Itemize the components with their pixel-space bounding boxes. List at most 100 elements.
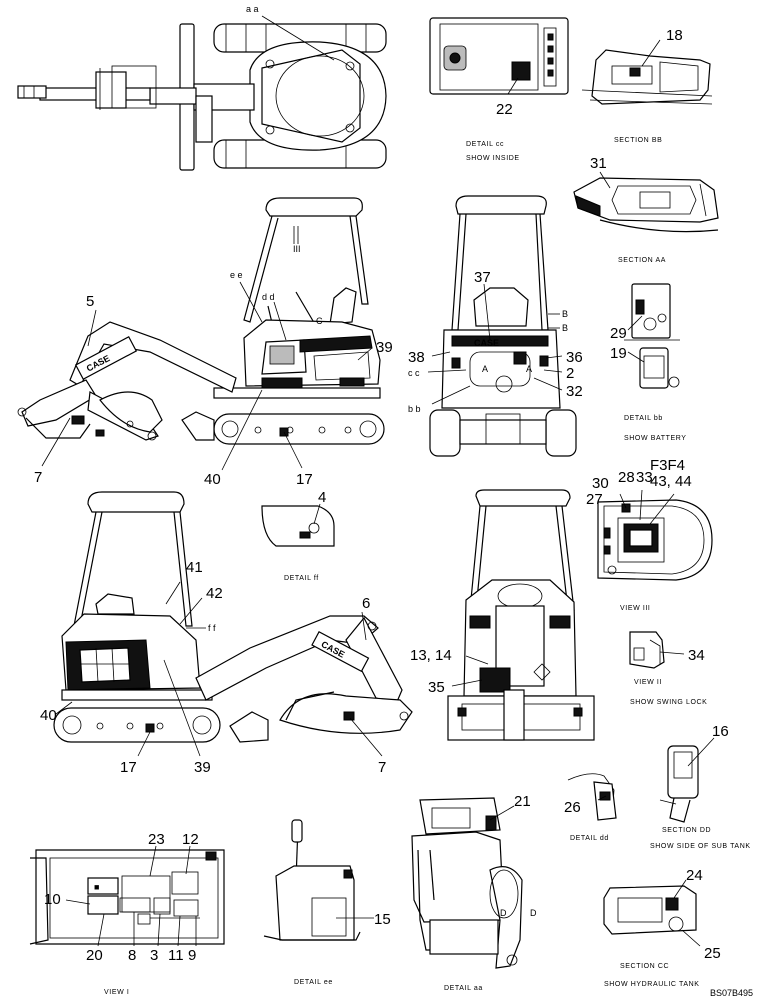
rear-view: CASE A A B B 37 38 c c b b 36 2 32 — [408, 195, 583, 457]
callout-22: 22 — [496, 101, 513, 118]
marker-ff: f f — [208, 623, 216, 633]
marker-a1: A — [482, 364, 488, 374]
callout-33: 33 — [636, 469, 653, 486]
callout-2: 2 — [566, 365, 574, 382]
callout-35: 35 — [428, 679, 445, 696]
side-view-right: III CASE e e — [17, 197, 393, 488]
marker-b1: B — [562, 309, 568, 319]
marker-c: C — [316, 316, 323, 326]
callout-15: 15 — [374, 911, 391, 928]
callout-40-bottom: 40 — [40, 707, 57, 724]
detail-cc-subtitle: SHOW INSIDE — [466, 155, 520, 162]
detail-aa-drawing: D D 21 DETAIL aa — [411, 793, 537, 992]
detail-ee-drawing: 15 DETAIL ee — [263, 819, 391, 986]
callout-17-bottom: 17 — [120, 759, 137, 776]
view-i-drawing: ■ 23 12 10 20 8 3 11 9 VIEW I — [29, 831, 225, 996]
callout-18: 18 — [666, 27, 683, 44]
callout-38: 38 — [408, 349, 425, 366]
view-ii-subtitle: SHOW SWING LOCK — [630, 699, 707, 706]
callout-34: 34 — [688, 647, 705, 664]
section-dd-title: SECTION DD — [662, 827, 711, 834]
side-view-left: CASE 41 42 f f 6 40 17 39 7 — [40, 491, 413, 776]
callout-10: 10 — [44, 891, 61, 908]
detail-bb-subtitle: SHOW BATTERY — [624, 435, 687, 442]
callout-29: 29 — [610, 325, 627, 342]
callout-19: 19 — [610, 345, 627, 362]
callout-16: 16 — [712, 723, 729, 740]
view-i-title: VIEW I — [104, 989, 129, 996]
section-dd-subtitle: SHOW SIDE OF SUB TANK — [650, 843, 751, 850]
section-bb-title: SECTION BB — [614, 137, 662, 144]
callout-26: 26 — [564, 799, 581, 816]
callout-39-bottom: 39 — [194, 759, 211, 776]
detail-cc-title: DETAIL cc — [466, 141, 504, 148]
callout-9: 9 — [188, 947, 196, 964]
section-aa-title: SECTION AA — [618, 257, 666, 264]
detail-ff-title: DETAIL ff — [284, 575, 319, 582]
callout-37: 37 — [474, 269, 491, 286]
callout-3: 3 — [150, 947, 158, 964]
callout-31: 31 — [590, 155, 607, 172]
callout-7-bottom: 7 — [378, 759, 386, 776]
marker-cc: c c — [408, 368, 420, 378]
drawing-id: BS07B495 — [710, 988, 753, 998]
callout-43-44: 43, 44 — [650, 473, 692, 490]
callout-11: 11 — [168, 947, 184, 964]
view-iii-drawing: 30 28 33 F3F4 43, 44 27 VIEW III — [586, 457, 713, 612]
detail-dd-drawing: 26 DETAIL dd — [564, 773, 617, 842]
callout-27: 27 — [586, 491, 603, 508]
view-i-plate-text: ■ — [94, 882, 99, 892]
callout-21: 21 — [514, 793, 531, 810]
detail-cc-drawing: 22 DETAIL cc SHOW INSIDE — [429, 17, 569, 162]
section-aa-drawing: 31 SECTION AA — [573, 155, 719, 264]
view-iii-title: VIEW III — [620, 605, 650, 612]
callout-23: 23 — [148, 831, 165, 848]
detail-dd-title: DETAIL dd — [570, 835, 609, 842]
callout-24: 24 — [686, 867, 703, 884]
marker-aa: a a — [246, 4, 259, 14]
detail-aa-title: DETAIL aa — [444, 985, 483, 992]
marker-d1: D — [500, 908, 507, 918]
detail-ff-drawing: 4 DETAIL ff — [261, 489, 335, 582]
marker-iii: III — [293, 244, 301, 254]
callout-32: 32 — [566, 383, 583, 400]
section-dd-drawing: 16 SECTION DD SHOW SIDE OF SUB TANK — [650, 723, 751, 850]
detail-ee-title: DETAIL ee — [294, 979, 333, 986]
callout-42: 42 — [206, 585, 223, 602]
section-cc-title: SECTION CC — [620, 963, 669, 970]
marker-bb: b b — [408, 404, 421, 414]
marker-dd: d d — [262, 292, 275, 302]
callout-30: 30 — [592, 475, 609, 492]
rear-view-2: 13, 14 35 — [410, 489, 595, 741]
callout-28: 28 — [618, 469, 635, 486]
callout-7-top: 7 — [34, 469, 42, 486]
callout-25: 25 — [704, 945, 721, 962]
marker-ee: e e — [230, 270, 243, 280]
brand-decal-rear: CASE — [474, 338, 499, 348]
callout-41: 41 — [186, 559, 203, 576]
callout-36: 36 — [566, 349, 583, 366]
section-bb-drawing: 18 SECTION BB — [581, 27, 713, 144]
callout-12: 12 — [182, 831, 199, 848]
marker-a2: A — [526, 364, 532, 374]
callout-5: 5 — [86, 293, 94, 310]
callout-6: 6 — [362, 595, 370, 612]
callout-13-14: 13, 14 — [410, 647, 452, 664]
marker-d2: D — [530, 908, 537, 918]
callout-f3f4: F3F4 — [650, 457, 685, 474]
detail-bb-drawing: 29 19 DETAIL bb SHOW BATTERY — [610, 283, 687, 442]
callout-39-top: 39 — [376, 339, 393, 356]
top-view-plan: a a — [17, 4, 387, 171]
callout-40-top: 40 — [204, 471, 221, 488]
section-cc-subtitle: SHOW HYDRAULIC TANK — [604, 981, 700, 988]
marker-b2: B — [562, 323, 568, 333]
callout-17-top: 17 — [296, 471, 313, 488]
callout-20: 20 — [86, 947, 103, 964]
callout-4: 4 — [318, 489, 326, 506]
section-cc-drawing: 24 25 SECTION CC SHOW HYDRAULIC TANK — [603, 867, 721, 988]
view-ii-title: VIEW II — [634, 679, 662, 686]
detail-bb-title: DETAIL bb — [624, 415, 663, 422]
callout-8: 8 — [128, 947, 136, 964]
view-ii-drawing: 34 VIEW II SHOW SWING LOCK — [629, 631, 707, 706]
